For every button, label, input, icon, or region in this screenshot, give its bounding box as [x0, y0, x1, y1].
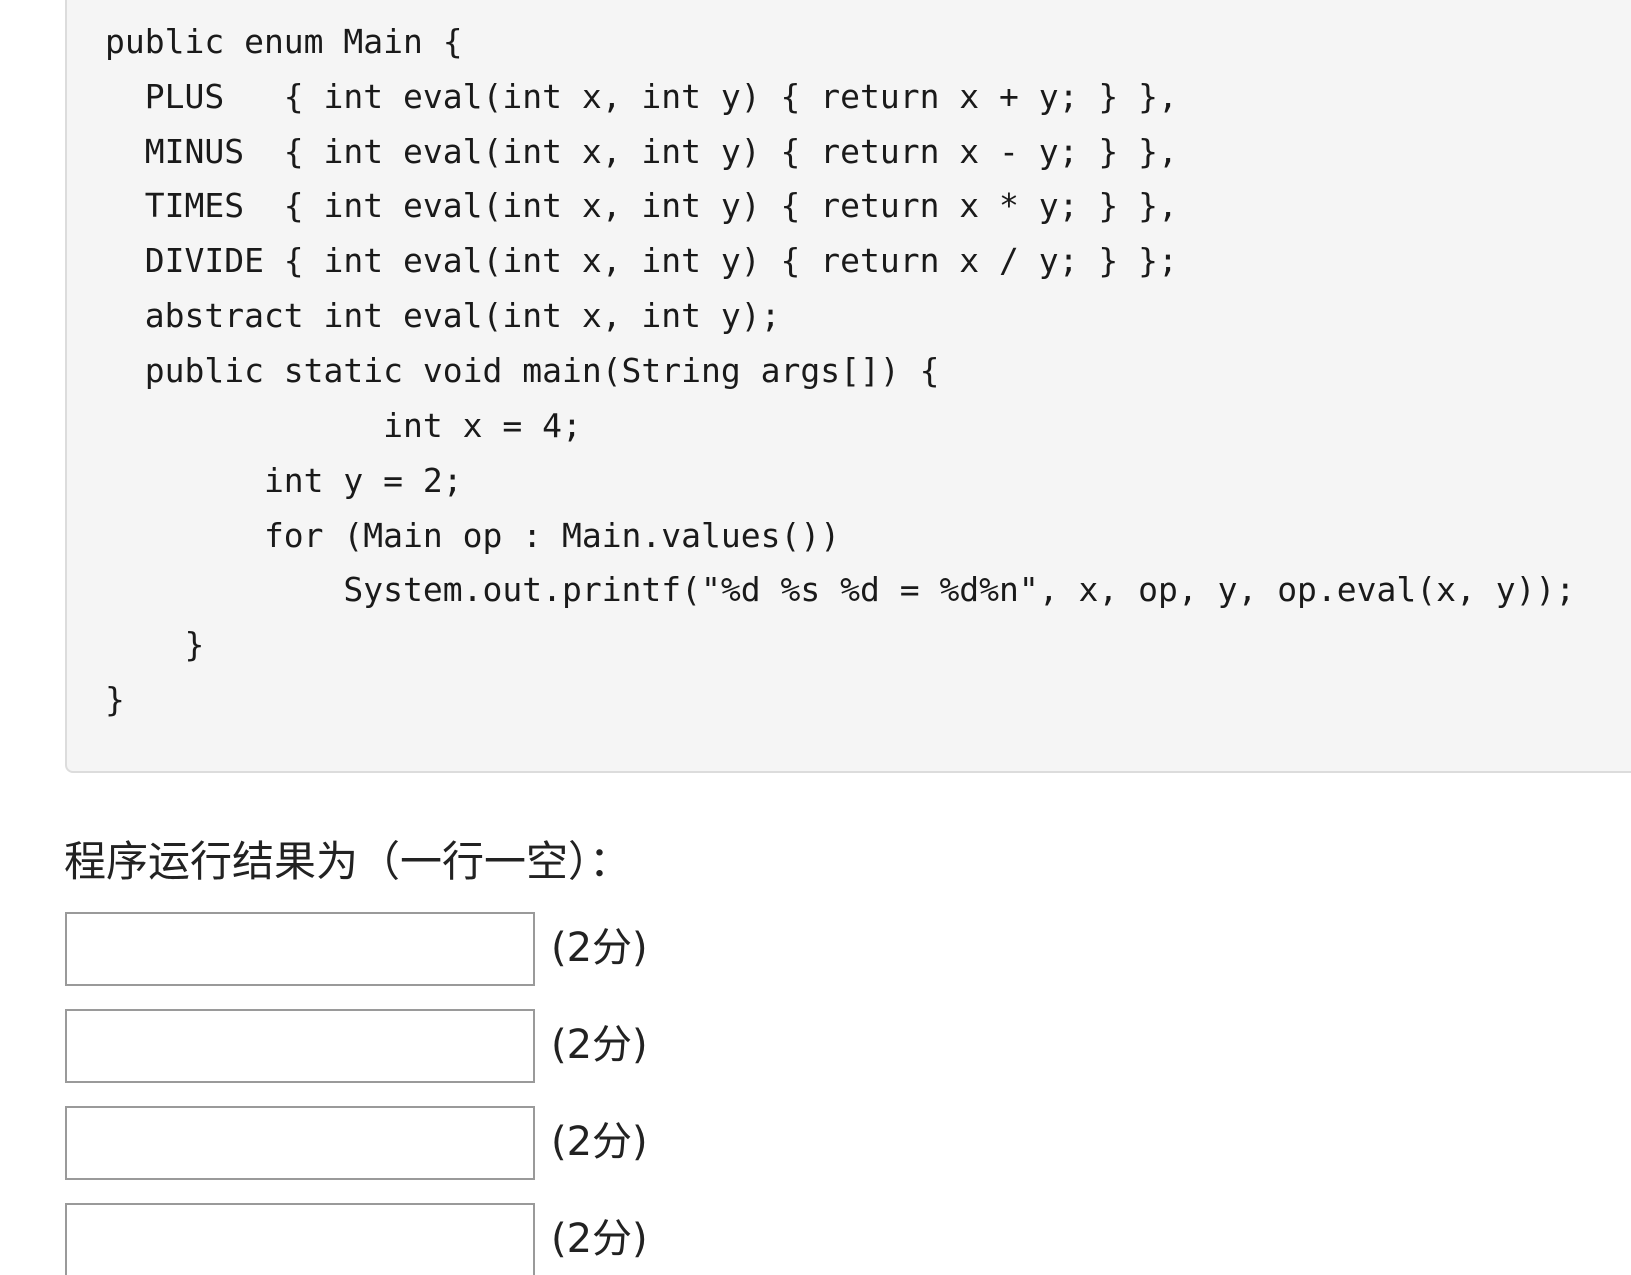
question-prompt: 程序运行结果为（一行一空）：: [64, 837, 632, 886]
code-line: int x = 4;: [105, 406, 582, 445]
answer-row: (2分): [65, 1009, 665, 1083]
code-line: TIMES { int eval(int x, int y) { return …: [105, 186, 1178, 225]
code-line: int y = 2;: [105, 461, 463, 500]
answer-row: (2分): [65, 912, 665, 986]
code-line: public static void main(String args[]) {: [105, 351, 940, 390]
answer-input-1[interactable]: [65, 912, 535, 986]
answer-input-3[interactable]: [65, 1106, 535, 1180]
score-label: (2分): [551, 925, 648, 971]
score-label: (2分): [551, 1119, 648, 1165]
code-line: System.out.printf("%d %s %d = %d%n", x, …: [105, 570, 1576, 609]
code-line: abstract int eval(int x, int y);: [105, 296, 781, 335]
answer-input-2[interactable]: [65, 1009, 535, 1083]
code-line: public enum Main {: [105, 22, 463, 61]
code-line: }: [105, 680, 125, 719]
code-line: PLUS { int eval(int x, int y) { return x…: [105, 77, 1178, 116]
code-line: }: [105, 625, 205, 664]
score-label: (2分): [551, 1216, 648, 1262]
answer-input-4[interactable]: [65, 1203, 535, 1275]
answer-row: (2分): [65, 1203, 665, 1275]
code-line: for (Main op : Main.values()): [105, 516, 841, 555]
code-line: DIVIDE { int eval(int x, int y) { return…: [105, 241, 1178, 280]
answer-row: (2分): [65, 1106, 665, 1180]
score-label: (2分): [551, 1022, 648, 1068]
code-block: [65, 0, 1631, 773]
code-line: MINUS { int eval(int x, int y) { return …: [105, 132, 1178, 171]
